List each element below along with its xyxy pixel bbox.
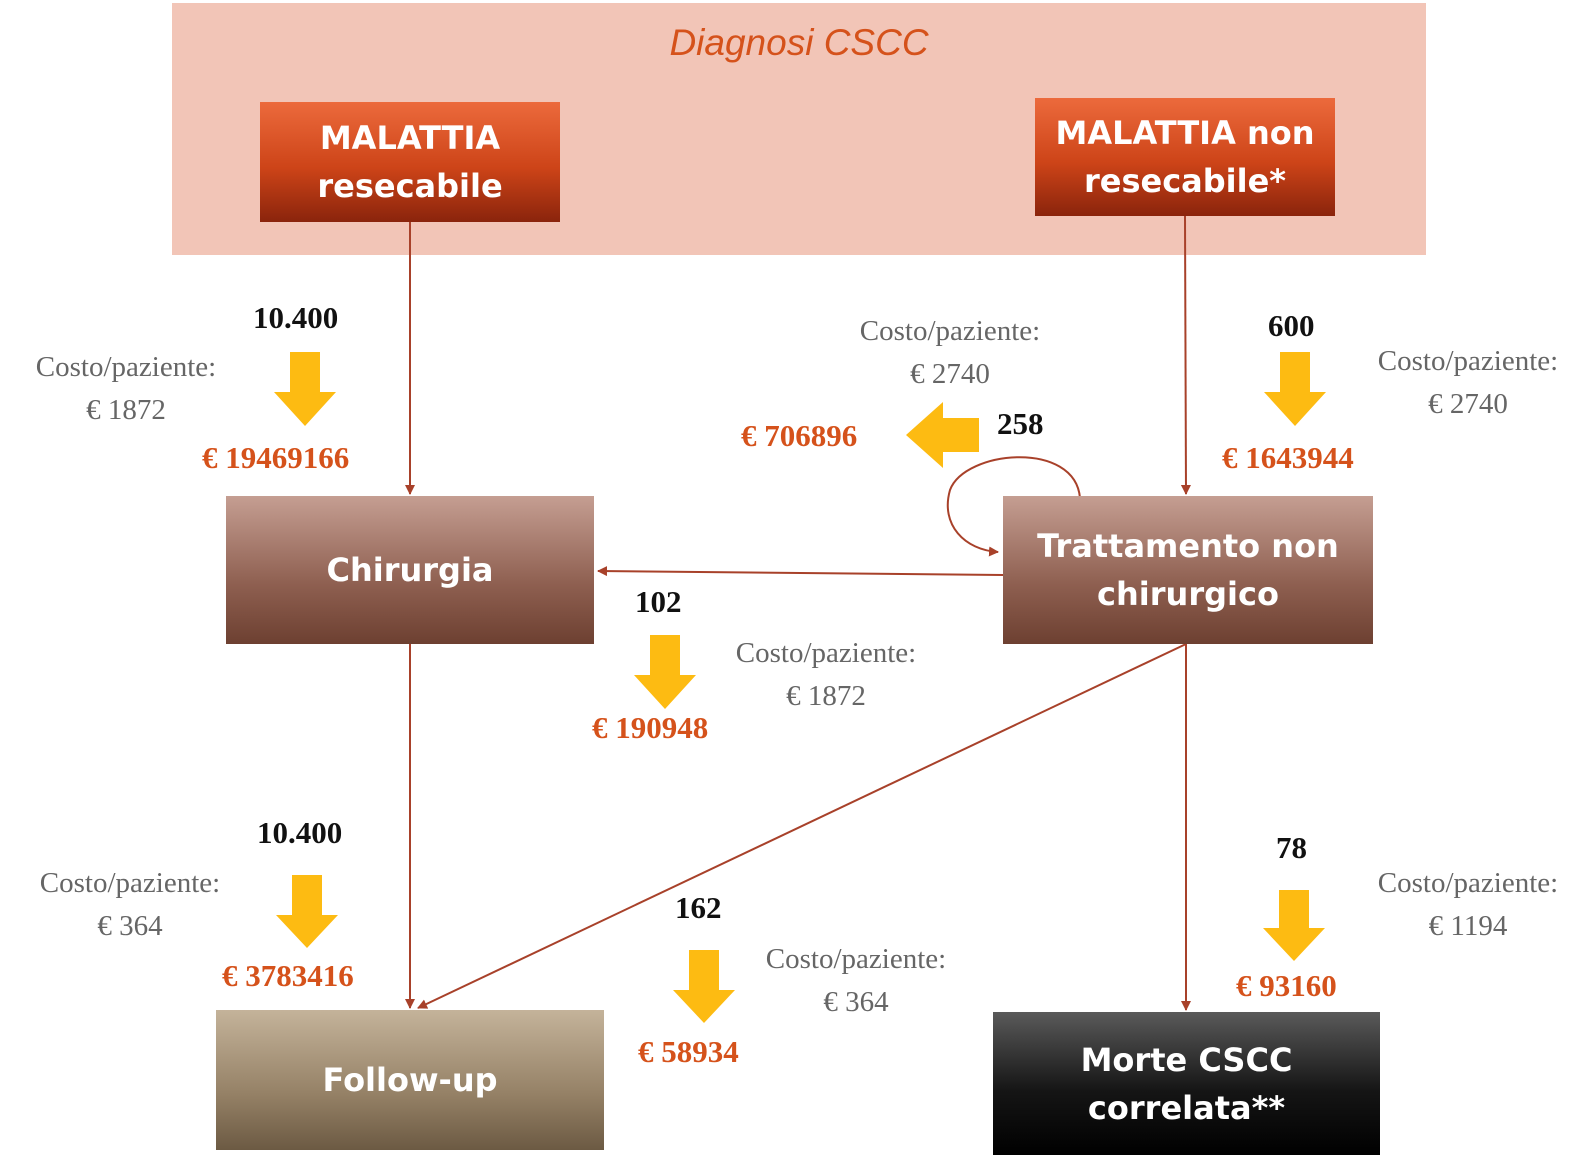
connector-trattamento-loop <box>946 456 1081 557</box>
flow-total: € 1643944 <box>1222 440 1354 475</box>
node-label: Trattamento non chirurgico <box>1037 527 1339 613</box>
node-malattia-resecabile: MALATTIA resecabile <box>260 102 560 222</box>
flow-count: 162 <box>675 890 722 925</box>
node-morte-cscc-correlata: Morte CSCC correlata** <box>993 1012 1380 1155</box>
cost-value: € 364 <box>97 910 163 942</box>
cost-value: € 2740 <box>910 358 990 390</box>
flow-count: 102 <box>635 584 682 619</box>
flow-cost: Costo/paziente: € 1872 <box>2 346 250 432</box>
flow-count: 258 <box>997 406 1044 441</box>
flow-total: € 3783416 <box>222 958 354 993</box>
node-label: Morte CSCC correlata** <box>1080 1040 1293 1127</box>
flow-total: € 190948 <box>592 710 709 745</box>
cost-label: Costo/paziente: <box>859 315 1041 347</box>
cost-label: Costo/paziente: <box>765 943 947 975</box>
thick-down-arrow-icon <box>276 875 338 948</box>
node-follow-up: Follow-up <box>216 1010 604 1150</box>
node-label: MALATTIA resecabile <box>317 119 503 205</box>
flow-cost: Costo/paziente: € 1872 <box>702 632 950 718</box>
cost-value: € 364 <box>823 986 889 1018</box>
flow-total: € 19469166 <box>202 440 350 475</box>
flow-total: € 706896 <box>741 418 858 453</box>
connector-non-resecabile-trattamento <box>1180 215 1191 495</box>
node-chirurgia: Chirurgia <box>226 496 594 644</box>
cost-label: Costo/paziente: <box>735 637 917 669</box>
thick-down-arrow-icon <box>1263 890 1325 961</box>
flow-count: 10.400 <box>253 300 339 335</box>
connector-trattamento-chirurgia <box>597 566 1004 577</box>
flow-cost: Costo/paziente: € 364 <box>732 938 980 1024</box>
cost-label: Costo/paziente: <box>1377 867 1559 899</box>
thick-left-arrow-icon <box>906 402 979 468</box>
flow-total: € 58934 <box>638 1034 739 1069</box>
cost-value: € 1194 <box>1428 910 1508 942</box>
node-label: Chirurgia <box>326 551 494 589</box>
flow-cost: Costo/paziente: € 1194 <box>1344 862 1592 948</box>
node-label: MALATTIA non resecabile* <box>1055 114 1315 200</box>
thick-down-arrow-icon <box>1264 352 1326 426</box>
flow-count: 600 <box>1268 308 1315 343</box>
cost-value: € 1872 <box>86 394 166 426</box>
flow-cost: Costo/paziente: € 364 <box>6 862 254 948</box>
cost-label: Costo/paziente: <box>1377 345 1559 377</box>
connector-trattamento-follow-up <box>417 643 1187 1009</box>
thick-down-arrow-icon <box>634 635 696 709</box>
cost-label: Costo/paziente: <box>35 351 217 383</box>
diagram-title: Diagnosi CSCC <box>669 22 929 63</box>
flow-count: 10.400 <box>257 815 343 850</box>
node-trattamento-non-chirurgico: Trattamento non chirurgico <box>1003 496 1373 644</box>
node-malattia-non-resecabile: MALATTIA non resecabile* <box>1035 98 1335 216</box>
node-label: Follow-up <box>322 1061 498 1099</box>
flow-total: € 93160 <box>1236 968 1337 1003</box>
cost-value: € 1872 <box>786 680 866 712</box>
flow-cost: Costo/paziente: € 2740 <box>826 310 1074 396</box>
flow-count: 78 <box>1276 830 1307 865</box>
cost-value: € 2740 <box>1428 388 1508 420</box>
thick-down-arrow-icon <box>274 352 336 426</box>
flow-cost: Costo/paziente: € 2740 <box>1344 340 1592 426</box>
thick-down-arrow-icon <box>673 950 735 1023</box>
cost-label: Costo/paziente: <box>39 867 221 899</box>
